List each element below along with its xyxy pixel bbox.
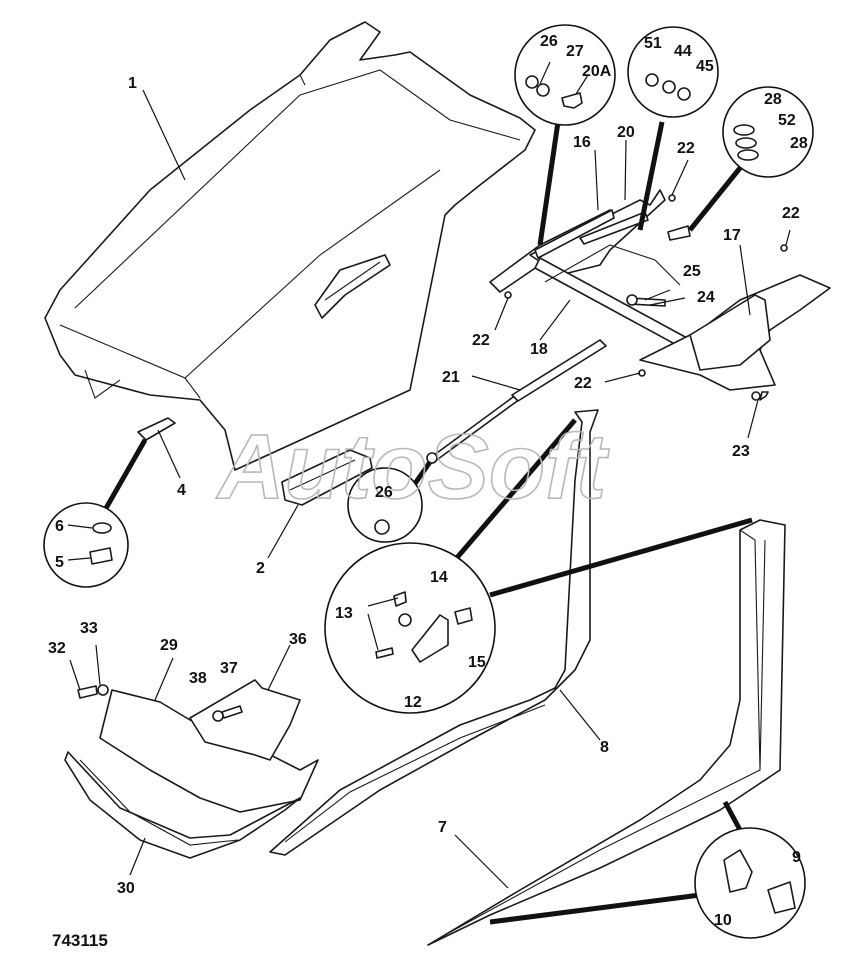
detail-connector-9-10: [489, 892, 701, 925]
label-21: 21: [442, 369, 460, 386]
label-25: 25: [683, 263, 701, 280]
detail-connector-4: [102, 438, 148, 512]
label-2: 2: [256, 560, 265, 577]
label-7: 7: [438, 819, 447, 836]
label-14: 14: [430, 569, 448, 586]
label-44: 44: [674, 43, 692, 60]
label-4: 4: [177, 482, 186, 499]
detail-circle-5-6: [43, 502, 129, 588]
label-8: 8: [600, 739, 609, 756]
gas-strut-21: [402, 339, 607, 500]
label-36: 36: [289, 631, 307, 648]
label-22-left: 22: [472, 332, 490, 349]
label-30: 30: [117, 880, 135, 897]
label-33: 33: [80, 620, 98, 637]
label-6: 6: [55, 518, 64, 535]
detail-connector-28-52: [688, 166, 742, 232]
label-23: 23: [732, 443, 750, 460]
diagram-reference-number: 743115: [52, 931, 108, 950]
label-27: 27: [566, 43, 584, 60]
label-20: 20: [617, 124, 635, 141]
label-10: 10: [714, 912, 732, 929]
label-52: 52: [778, 112, 796, 129]
label-15: 15: [468, 654, 486, 671]
label-28-bottom: 28: [790, 135, 808, 152]
detail-circle-12-15: [324, 542, 496, 714]
tray-part-30: [64, 751, 301, 859]
bracket-part-36: [189, 679, 301, 761]
trim-strip-part-8: [269, 409, 599, 856]
part-labels: 1 2 4 6 5 26 27 20A 51 44 45 28 52 28 16…: [48, 33, 808, 929]
cover-part-1: [44, 21, 536, 471]
label-32: 32: [48, 640, 66, 657]
label-22-top: 22: [677, 140, 695, 157]
detail-connector-12-15: [453, 418, 577, 562]
fasteners-32-33-37-38: [77, 684, 243, 722]
clip-part-4: [137, 417, 181, 479]
detail-connector-12-15b: [489, 517, 753, 598]
detail-circle-28-52: [722, 86, 814, 178]
detail-circle-26: [347, 467, 423, 543]
label-22-mid: 22: [574, 375, 592, 392]
detail-connector-9-10b: [722, 800, 743, 832]
label-13: 13: [335, 605, 353, 622]
label-51: 51: [644, 35, 662, 52]
label-5: 5: [55, 554, 64, 571]
detail-circle-26-27-20a: [514, 24, 616, 126]
label-1: 1: [128, 75, 137, 92]
detail-connector-26-27: [537, 121, 561, 246]
label-9: 9: [792, 849, 801, 866]
label-17: 17: [723, 227, 741, 244]
watermark: AutoSoft: [216, 416, 610, 518]
label-26-lower: 26: [375, 484, 393, 501]
label-37: 37: [220, 660, 238, 677]
detail-circle-51-44-45: [627, 26, 719, 118]
label-18: 18: [530, 341, 548, 358]
detail-connector-51-44-45: [637, 121, 665, 231]
label-29: 29: [160, 637, 178, 654]
label-12: 12: [404, 694, 422, 711]
tray-part-29: [99, 689, 319, 813]
tray-part-2: [267, 449, 373, 559]
label-16: 16: [573, 134, 591, 151]
label-24: 24: [697, 289, 715, 306]
label-26-top: 26: [540, 33, 558, 50]
label-22-right: 22: [782, 205, 800, 222]
label-28-top: 28: [764, 91, 782, 108]
label-45: 45: [696, 58, 714, 75]
detail-circle-9-10: [694, 827, 806, 939]
label-20a: 20A: [582, 63, 612, 80]
sill-strip-part-7: [427, 519, 786, 946]
hinge-mechanism: [489, 189, 831, 401]
label-38: 38: [189, 670, 207, 687]
